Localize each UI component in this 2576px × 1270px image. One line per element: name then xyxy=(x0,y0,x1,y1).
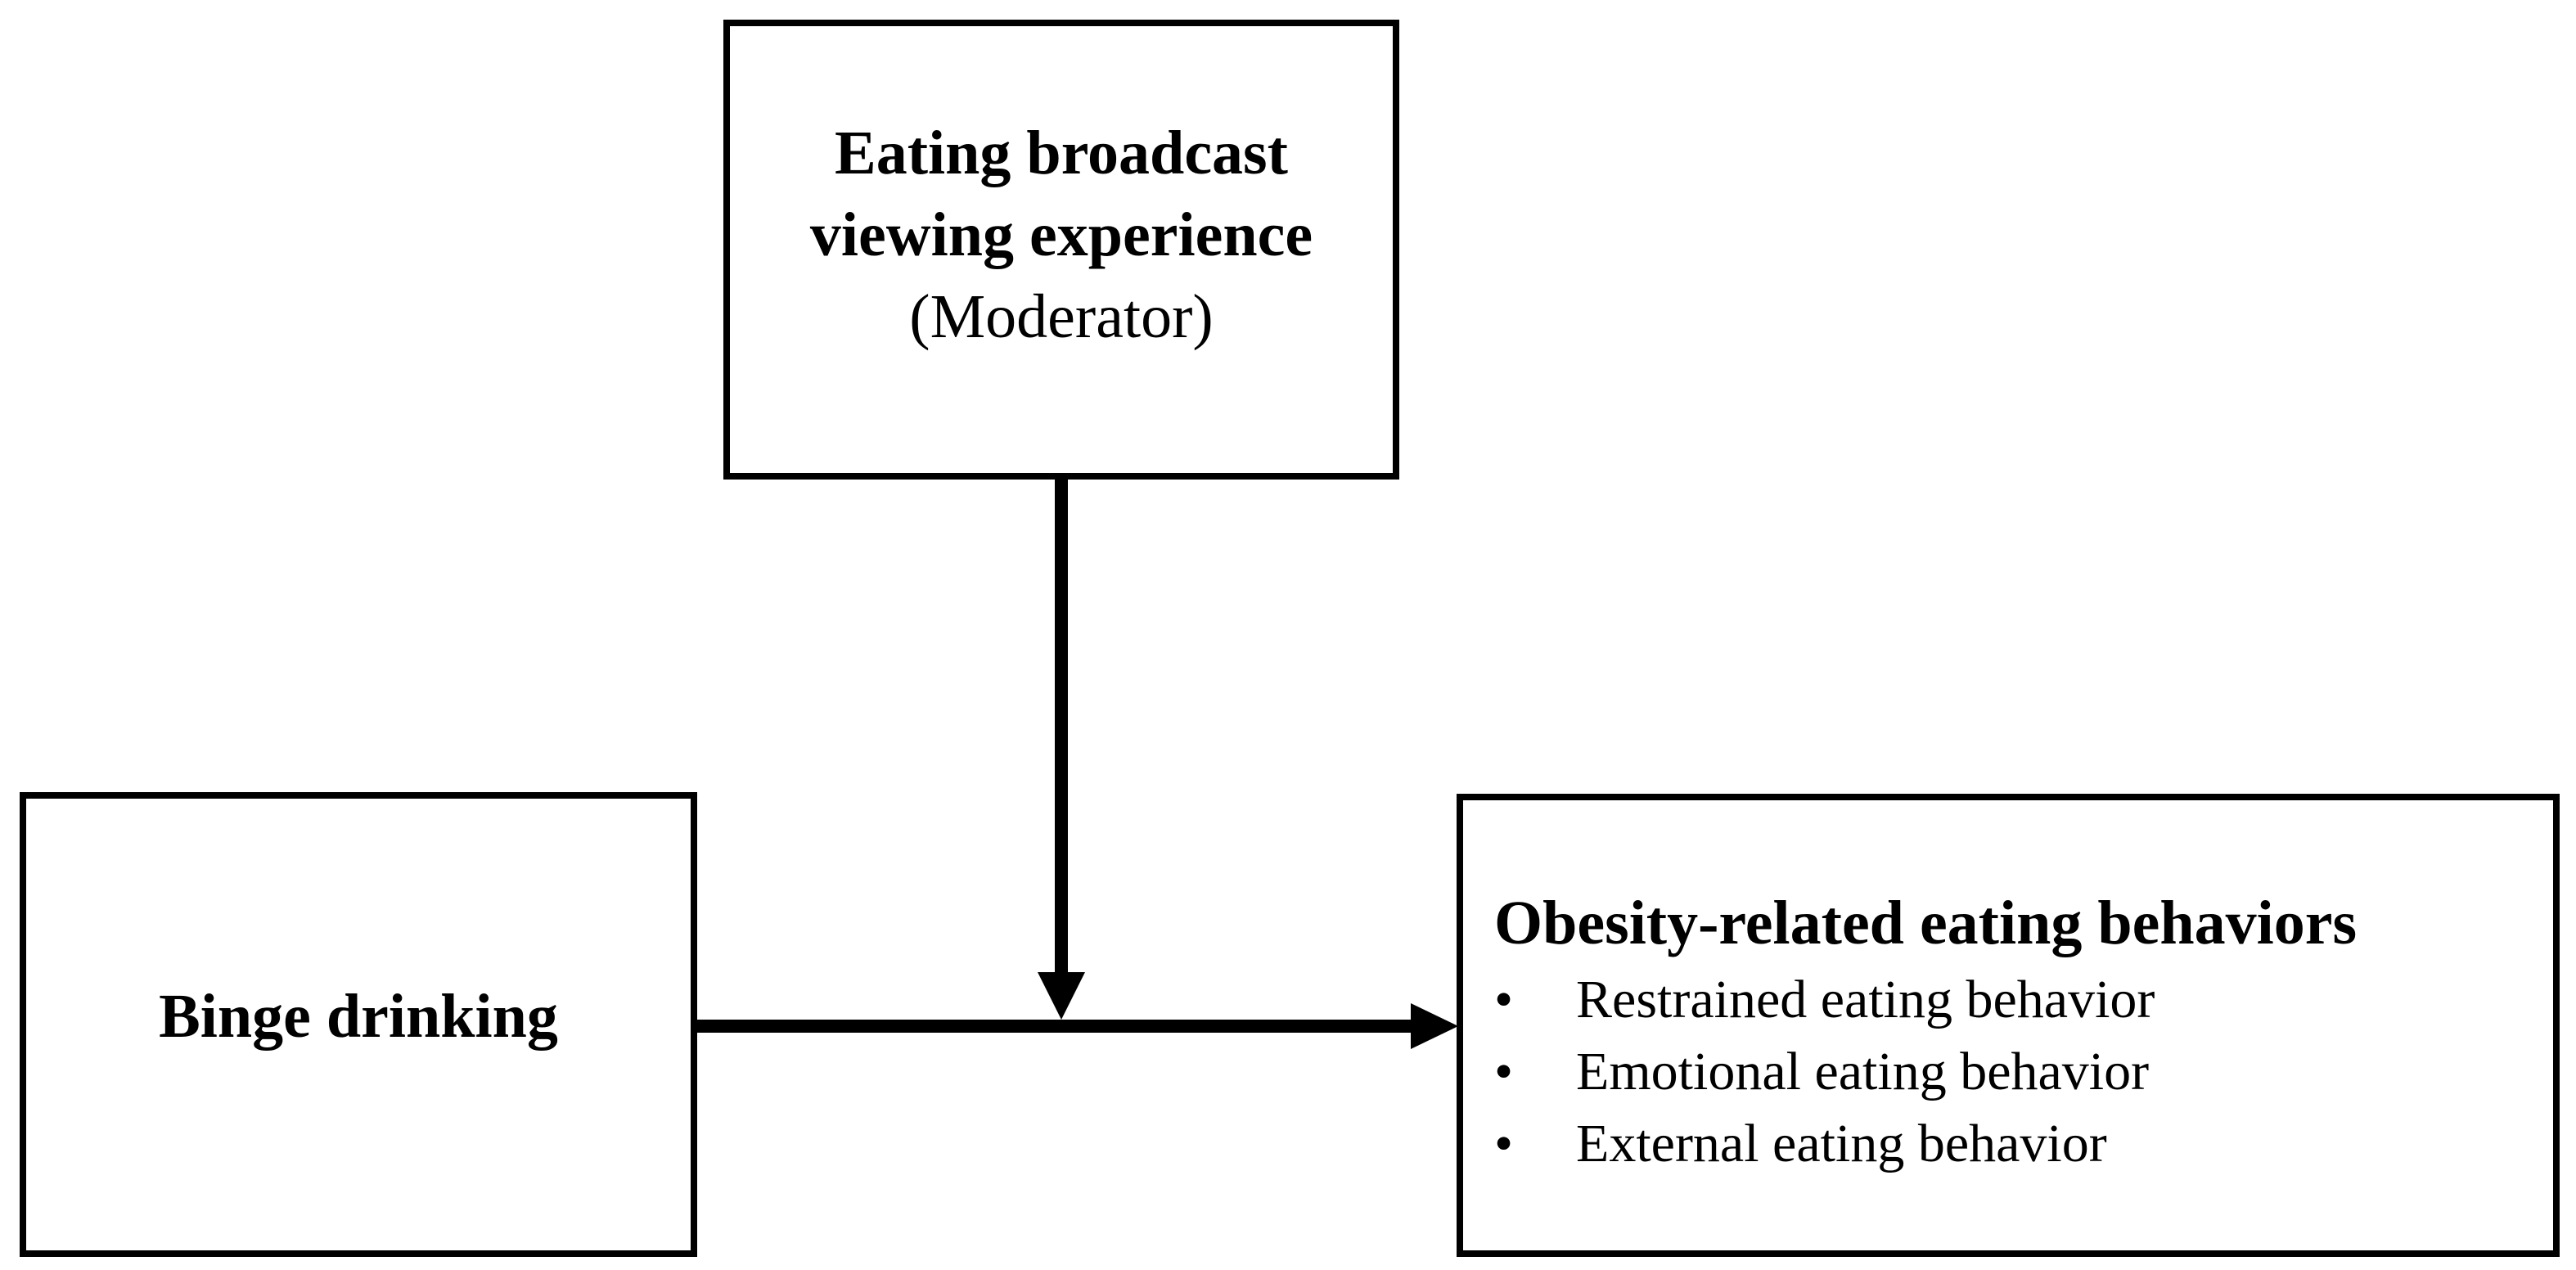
moderator-title-line1: Eating broadcast xyxy=(835,119,1288,187)
outcome-title: Obesity-related eating behaviors xyxy=(1494,889,2358,957)
outcome-list: • Restrained eating behavior • Emotional… xyxy=(1494,964,2553,1180)
bullet-icon: • xyxy=(1494,1042,1514,1101)
bullet-icon: • xyxy=(1494,970,1514,1029)
moderator-arrowhead xyxy=(1038,972,1085,1020)
list-item: • Emotional eating behavior xyxy=(1494,1036,2553,1108)
predictor-box: Binge drinking xyxy=(20,792,697,1257)
moderator-role-label: (Moderator) xyxy=(909,282,1214,351)
main-path-arrowhead xyxy=(1411,1003,1458,1049)
moderator-box: Eating broadcast viewing experience (Mod… xyxy=(723,20,1399,480)
list-item-label: External eating behavior xyxy=(1576,1114,2107,1173)
list-item-label: Restrained eating behavior xyxy=(1576,970,2155,1029)
bullet-icon: • xyxy=(1494,1114,1514,1173)
outcome-box: Obesity-related eating behaviors • Restr… xyxy=(1457,794,2560,1257)
moderator-title-line2: viewing experience xyxy=(809,200,1313,269)
list-item: • External eating behavior xyxy=(1494,1108,2553,1180)
list-item: • Restrained eating behavior xyxy=(1494,964,2553,1036)
list-item-label: Emotional eating behavior xyxy=(1576,1042,2150,1101)
predictor-title: Binge drinking xyxy=(159,982,558,1051)
